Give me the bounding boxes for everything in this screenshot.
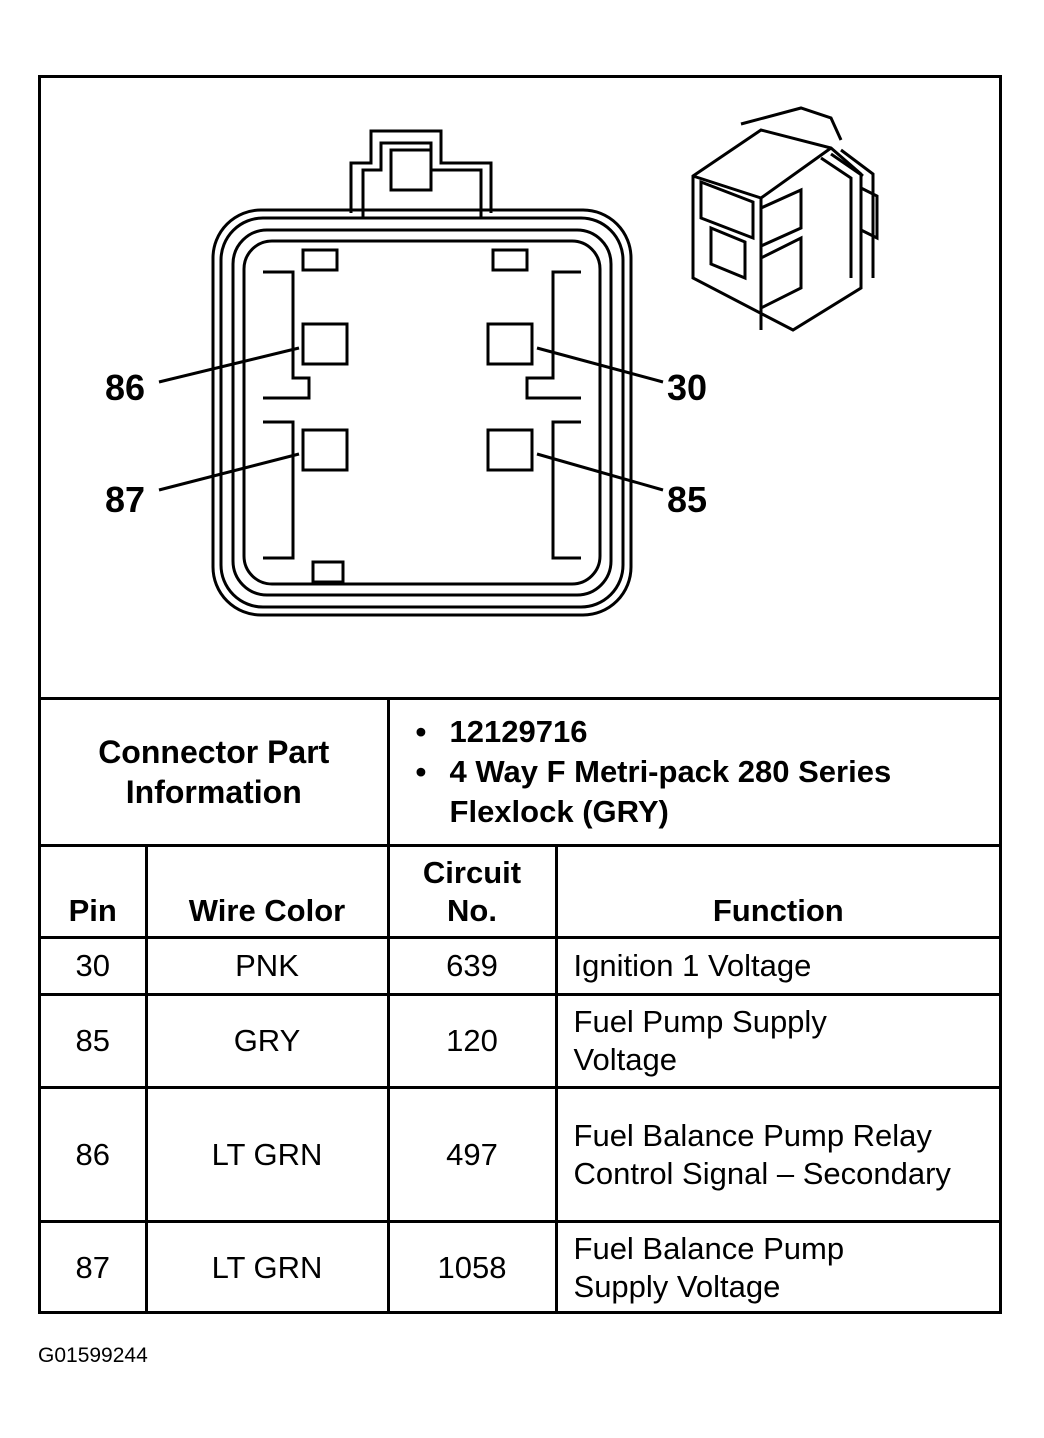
connector-table: Connector Part Information 12129716 4 Wa… — [41, 697, 1000, 1314]
cell-circuit: 639 — [386, 936, 558, 996]
cell-pin: 86 — [41, 1086, 148, 1223]
connector-diagram-panel: 86 30 87 85 — [41, 78, 999, 698]
pin-label-30: 30 — [667, 367, 707, 408]
cell-pin: 85 — [41, 993, 148, 1089]
header-pin: Pin — [41, 844, 148, 939]
connector-info-row: Connector Part Information 12129716 4 Wa… — [41, 697, 1000, 847]
table-row: 30 PNK 639 Ignition 1 Voltage — [41, 936, 1000, 996]
pin-label-85: 85 — [667, 479, 707, 520]
connector-info-label-line1: Connector Part — [98, 734, 330, 770]
cell-circuit: 497 — [386, 1086, 558, 1223]
cell-function: Fuel Balance Pump Relay Control Signal –… — [554, 1086, 1000, 1223]
pin-label-86: 86 — [105, 367, 145, 408]
table-header-row: Pin Wire Color Circuit No. Function — [41, 844, 1000, 939]
cell-function: Ignition 1 Voltage — [554, 936, 1000, 996]
header-circuit-line1: Circuit — [422, 855, 522, 890]
header-circuit: Circuit No. — [386, 844, 558, 939]
cell-wire-color: PNK — [144, 936, 390, 996]
connector-iso-view — [691, 106, 879, 332]
cell-circuit: 120 — [386, 993, 558, 1089]
cell-function: Fuel Balance Pump Supply Voltage — [554, 1220, 1000, 1314]
connector-part-number: 12129716 — [416, 712, 1000, 752]
pin-label-87: 87 — [105, 479, 145, 520]
table-row: 87 LT GRN 1058 Fuel Balance Pump Supply … — [41, 1220, 1000, 1314]
cell-wire-color: GRY — [144, 993, 390, 1089]
connector-info-label: Connector Part Information — [41, 697, 390, 847]
connector-info-items: 12129716 4 Way F Metri-pack 280 Series F… — [386, 697, 1000, 847]
connector-face-drawing: 86 30 87 85 — [105, 106, 879, 617]
cell-circuit: 1058 — [386, 1220, 558, 1314]
header-wire-color: Wire Color — [144, 844, 390, 939]
connector-description: 4 Way F Metri-pack 280 Series Flexlock (… — [416, 752, 1000, 832]
cell-pin: 87 — [41, 1220, 148, 1314]
figure-frame: 86 30 87 85 Connector Part Information 1… — [38, 75, 1002, 1314]
table-row: 85 GRY 120 Fuel Pump Supply Voltage — [41, 993, 1000, 1089]
table-row: 86 LT GRN 497 Fuel Balance Pump Relay Co… — [41, 1086, 1000, 1223]
figure-id: G01599244 — [38, 1344, 148, 1367]
cell-wire-color: LT GRN — [144, 1086, 390, 1223]
header-circuit-line2: No. — [447, 893, 497, 928]
cell-function: Fuel Pump Supply Voltage — [554, 993, 1000, 1089]
cell-wire-color: LT GRN — [144, 1220, 390, 1314]
cell-pin: 30 — [41, 936, 148, 996]
header-function: Function — [554, 844, 1000, 939]
connector-info-label-line2: Information — [125, 774, 302, 810]
